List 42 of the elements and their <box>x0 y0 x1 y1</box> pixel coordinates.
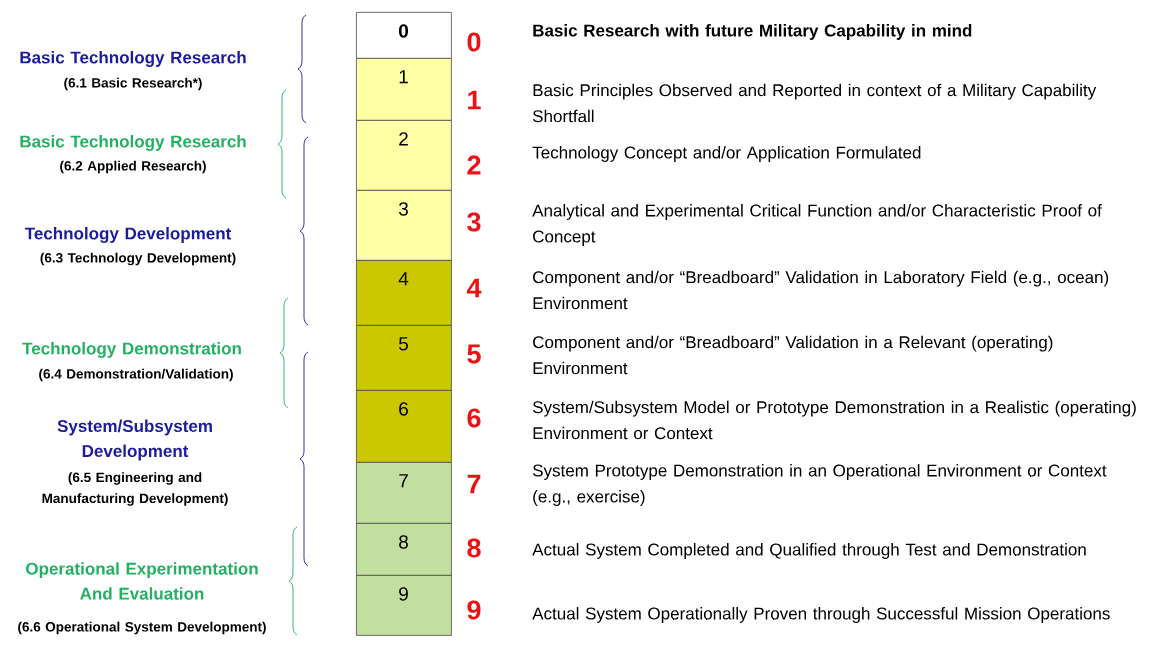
level-cell: 9 <box>356 575 452 636</box>
level-number: 5 <box>467 344 481 364</box>
level-number: 6 <box>467 408 481 428</box>
level-number: 0 <box>467 32 481 52</box>
category-heading: System/Subsystem Development <box>57 419 212 461</box>
level-number: 4 <box>466 278 482 298</box>
level-cell: 0 <box>356 12 452 59</box>
level-cell: 2 <box>356 120 452 191</box>
level-description: Basic Research with future Military Capability in mind <box>533 24 972 40</box>
category-subheading: (6.2 Applied Research) <box>60 160 206 174</box>
level-number: 1 <box>468 90 481 110</box>
level-cell: 5 <box>356 325 452 391</box>
level-description: Component and/or “Breadboard” Validation in Laboratory Field (e.g., ocean) Environment <box>533 270 1109 310</box>
category-subheading: (6.5 Engineering and Manufacturing Development) <box>42 472 228 506</box>
level-cell: 3 <box>356 190 452 261</box>
level-description: Analytical and Experimental Critical Function and/or Characteristic Proof of Concept <box>532 204 1102 246</box>
level-description: System Prototype Demonstration in an Operational Environment or Context (e.g., exercise) <box>532 464 1107 506</box>
category-heading: Technology Demonstration <box>22 342 241 358</box>
level-description: Basic Principles Observed and Reported in context of a Military Capability Shortfall <box>532 83 1097 123</box>
level-description: Component and/or “Breadboard” Validation in a Relevant (operating) Environment <box>533 335 1053 375</box>
level-cell: 1 <box>356 58 452 121</box>
category-subheading: (6.4 Demonstration/Validation) <box>39 368 233 382</box>
level-cell: 4 <box>356 260 452 326</box>
level-description: Actual System Operationally Proven through Successful Mission Operations <box>532 607 1110 623</box>
level-number: 2 <box>467 155 481 175</box>
level-cell: 6 <box>356 390 452 463</box>
level-cell: 7 <box>356 462 452 524</box>
category-subheading: (6.3 Technology Development) <box>40 252 236 266</box>
level-number: 8 <box>467 538 481 558</box>
category-heading: Basic Technology Research <box>20 51 246 67</box>
level-description: System/Subsystem Model or Prototype Demonstration in a Realistic (operating) Environment or Context <box>532 400 1136 440</box>
category-subheading: (6.1 Basic Research*) <box>64 77 202 91</box>
category-heading: Basic Technology Research <box>20 135 246 151</box>
level-cell: 8 <box>356 523 452 576</box>
level-number: 7 <box>467 474 481 494</box>
level-description: Actual System Completed and Qualified through Test and Demonstration <box>532 543 1086 559</box>
level-number: 3 <box>467 212 481 232</box>
level-description: Technology Concept and/or Application Formulated <box>532 146 921 162</box>
category-heading: Technology Development <box>24 227 232 243</box>
category-heading: Operational Experimentation And Evaluation <box>26 562 258 600</box>
category-subheading: (6.6 Operational System Development) <box>18 621 266 635</box>
level-number: 9 <box>467 600 481 620</box>
